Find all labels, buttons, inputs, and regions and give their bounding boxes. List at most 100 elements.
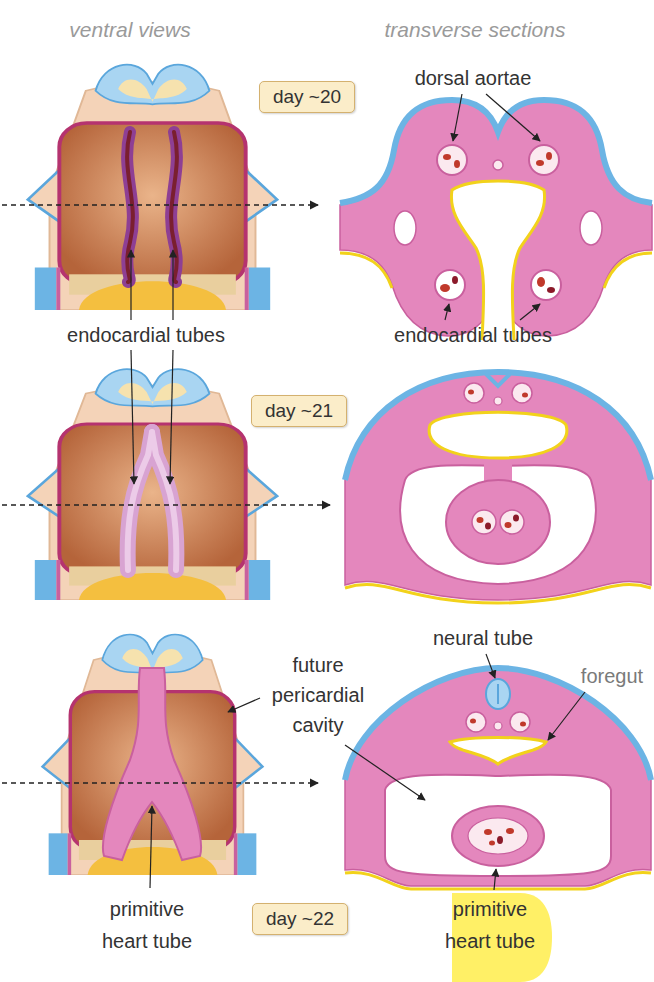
day-text: day ~21 [265, 399, 333, 423]
section-21 [345, 372, 651, 600]
section-21 [400, 465, 595, 584]
section-22 [506, 828, 514, 834]
part-label: foregut [581, 664, 643, 688]
section-20 [536, 160, 544, 166]
part-label: primitive heart tube [91, 893, 203, 957]
ventral-view-20 [171, 132, 177, 282]
section-22 [497, 836, 503, 844]
column-heading: transverse sections [385, 18, 566, 42]
leader-line [453, 94, 462, 141]
section-22 [470, 719, 476, 724]
section-21 [345, 372, 651, 603]
part-label: endocardial tubes [67, 323, 225, 347]
section-arrow [2, 782, 318, 783]
day-text: day ~22 [266, 907, 334, 931]
part-label: dorsal aortae [415, 66, 532, 90]
section-22 [510, 712, 530, 732]
ventral-view-20 [28, 65, 277, 310]
section-arrow [2, 504, 330, 505]
section-20 [537, 277, 545, 287]
column-heading: ventral views [69, 18, 190, 42]
ventral-view-22 [43, 635, 263, 875]
section-21 [513, 515, 519, 522]
part-label: neural tube [433, 626, 533, 650]
section-20 [435, 270, 465, 300]
ventral-view-20 [127, 132, 133, 282]
section-arrow [2, 204, 318, 205]
leader-line [520, 304, 540, 320]
leader-line [131, 350, 134, 484]
leader-line [486, 94, 540, 141]
section-20 [451, 181, 544, 340]
section-21 [468, 390, 474, 395]
ventral-view-21 [128, 432, 152, 570]
leader-line [170, 350, 173, 484]
part-label: endocardial tubes [394, 323, 552, 347]
section-22 [345, 668, 651, 889]
ventral-view-20 [171, 132, 177, 282]
leader-line [345, 745, 425, 800]
section-20 [394, 211, 416, 245]
section-22 [494, 722, 502, 730]
section-21 [477, 517, 484, 523]
leader-line [486, 654, 495, 678]
section-20 [547, 287, 555, 293]
section-22 [345, 668, 651, 886]
section-20 [546, 152, 552, 160]
part-label: future pericardial cavity [257, 650, 379, 740]
section-21 [345, 585, 651, 603]
section-22 [497, 684, 499, 704]
ventral-view-21 [128, 432, 152, 570]
section-20 [529, 145, 559, 175]
ventral-view-22 [103, 668, 201, 860]
section-20 [443, 154, 451, 160]
ventral-view-20 [28, 65, 277, 310]
section-22 [450, 738, 546, 765]
day-text: day ~20 [273, 85, 341, 109]
section-20 [454, 160, 460, 168]
ventral-view-21 [28, 369, 277, 600]
leader-line [172, 250, 173, 320]
section-20 [604, 253, 652, 288]
section-21 [464, 383, 484, 403]
day-badge: day ~22 [252, 903, 348, 935]
leader-line [548, 692, 585, 740]
ventral-view-21 [28, 369, 277, 600]
ventral-view-21 [152, 432, 176, 570]
section-21 [486, 374, 510, 386]
leader-line [494, 869, 496, 890]
section-21 [485, 523, 491, 530]
section-21 [522, 393, 528, 398]
section-20 [452, 276, 458, 284]
leader-line [445, 304, 449, 320]
section-22 [385, 775, 611, 876]
section-20 [340, 100, 652, 340]
ventral-view-22 [43, 635, 263, 875]
section-21 [494, 397, 502, 405]
part-label: primitive heart tube [434, 893, 546, 957]
day-badge: day ~20 [259, 81, 355, 113]
leader-line [131, 94, 585, 890]
section-22 [468, 818, 528, 854]
leader-line [130, 250, 131, 320]
section-21 [500, 510, 524, 534]
section-21 [512, 383, 532, 403]
section-20 [493, 160, 503, 170]
section-20 [340, 253, 392, 288]
ventral-view-21 [152, 432, 176, 570]
section-20 [531, 270, 561, 300]
day-badge: day ~21 [251, 395, 347, 427]
section-21 [472, 510, 496, 534]
section-22 [452, 806, 544, 866]
leader-line [150, 806, 152, 888]
ventral-view-20 [127, 132, 133, 282]
section-21 [429, 412, 567, 458]
section-20 [437, 145, 467, 175]
section-22 [466, 712, 486, 732]
section-21 [505, 522, 512, 528]
section-20 [580, 211, 602, 245]
section-20 [451, 181, 544, 340]
section-20 [440, 284, 450, 292]
